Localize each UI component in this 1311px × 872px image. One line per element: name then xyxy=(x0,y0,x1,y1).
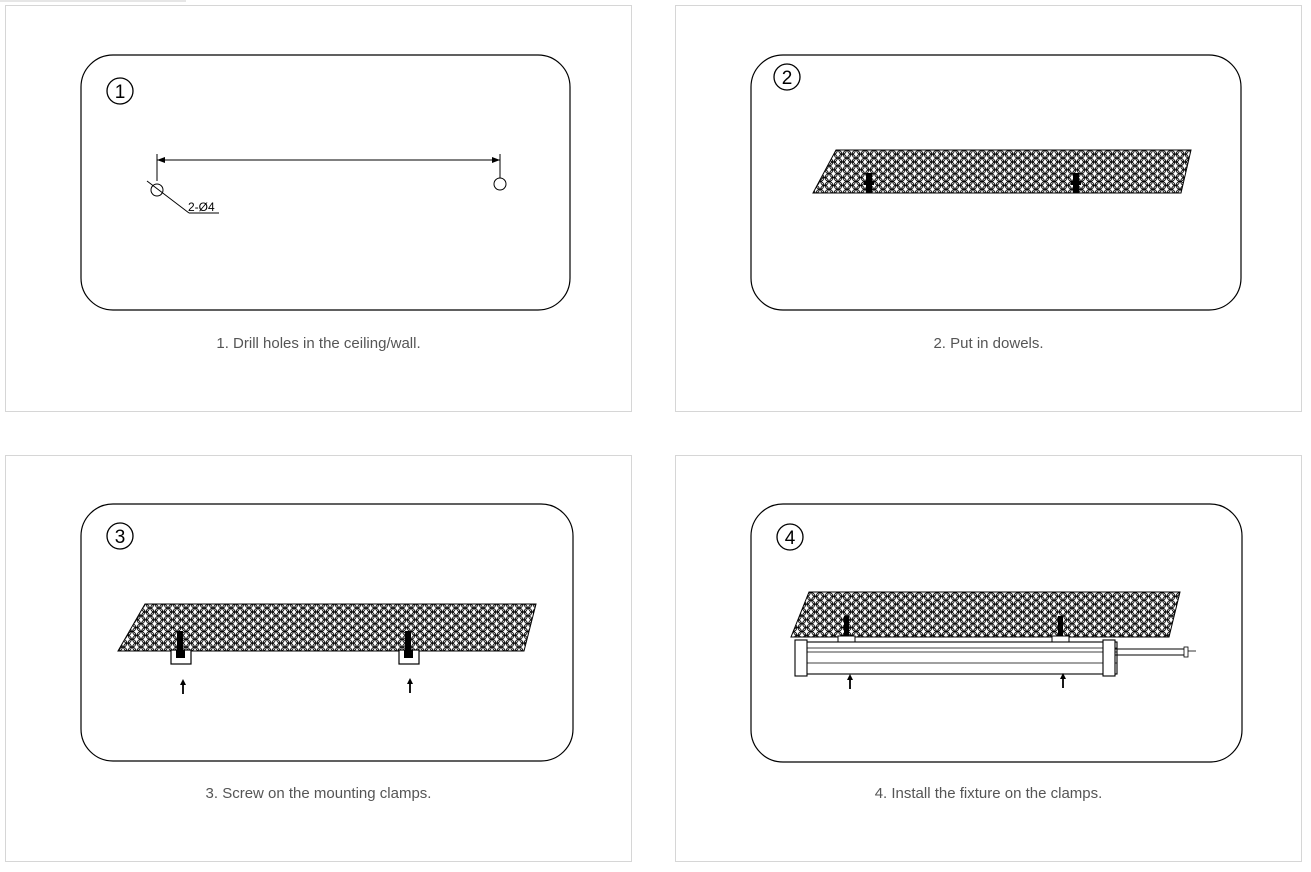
step-4-number: 4 xyxy=(785,528,796,549)
step-3-diagram: 3 xyxy=(80,503,574,762)
step-2-number: 2 xyxy=(782,68,793,89)
step-1-diagram: 1 2-Ø4 xyxy=(80,54,571,311)
step-card-1: 1 2-Ø4 1. Drill holes in the ceiling/wal… xyxy=(5,5,632,412)
hole-dimension-label: 2-Ø4 xyxy=(188,200,215,214)
arrow-up-icon xyxy=(180,679,186,694)
light-fixture xyxy=(794,639,1196,677)
ceiling-surface xyxy=(117,603,537,652)
step-2-diagram: 2 xyxy=(750,54,1242,311)
dowel-left xyxy=(864,173,874,193)
ceiling-surface xyxy=(812,149,1192,194)
arrow-up-icon xyxy=(1060,673,1066,688)
step-4-diagram: 4 xyxy=(750,503,1243,763)
step-3-number: 3 xyxy=(115,527,126,548)
clamp-left xyxy=(170,631,192,665)
step-4-caption: 4. Install the fixture on the clamps. xyxy=(874,785,1103,802)
dowel-right xyxy=(1071,173,1081,193)
clamp-right xyxy=(398,631,420,665)
arrow-up-icon xyxy=(847,674,853,689)
step-2-caption: 2. Put in dowels. xyxy=(933,335,1044,352)
step-3-caption: 3. Screw on the mounting clamps. xyxy=(205,785,432,802)
step-card-4: 4 4. Install the fixt xyxy=(675,455,1302,862)
step-1-caption: 1. Drill holes in the ceiling/wall. xyxy=(216,335,421,352)
top-tab-indicator xyxy=(0,0,186,2)
step-1-number: 1 xyxy=(115,82,126,103)
arrow-up-icon xyxy=(407,678,413,693)
ceiling-surface xyxy=(790,591,1181,638)
step-card-3: 3 3. Screw on the mounting clamps. xyxy=(5,455,632,862)
step-card-2: 2 2. Put in dowels. xyxy=(675,5,1302,412)
